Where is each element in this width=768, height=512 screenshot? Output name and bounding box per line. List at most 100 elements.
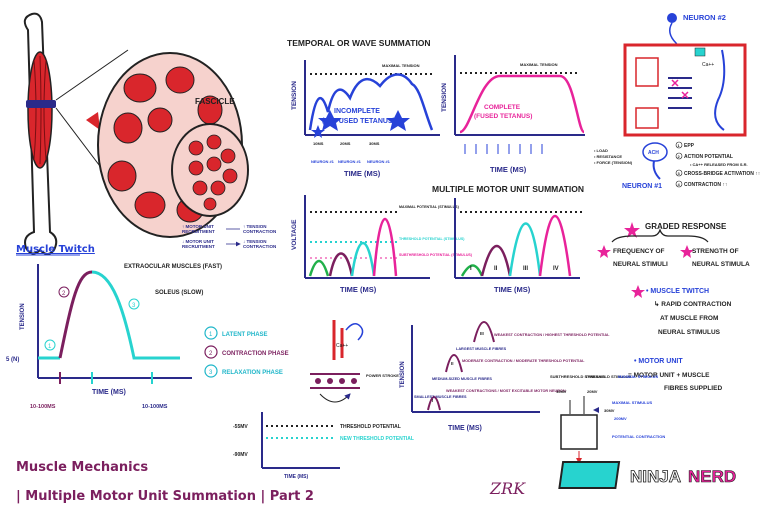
power-stroke-label: Power Stroke [366,373,399,378]
voltage-graph: Voltage Maximal Potential (Stimulus) Thr… [291,195,473,294]
legend-num-3: 3 [209,370,213,376]
voltage-y-axis: Voltage [291,219,298,250]
stim-sub-label: Subthreshold Stimulus [550,374,605,379]
graded-motor-unit-eq-2: fibres supplied [664,385,722,392]
stim-threshold-val: 20mV [587,389,598,394]
voltage-threshold: Threshold Potential (Stimulus) [399,237,465,241]
neuron1-label: Neuron #1 [622,183,662,190]
stim-max2-val: 200mV [614,416,627,421]
graded-strength-1: Strength of [692,248,739,255]
nmj-step-num-3: 3 [678,171,681,176]
recruit-medium: Medium-sized muscle fibres [432,377,492,381]
graded-response-section: Graded Response Frequency of neural stim… [597,222,750,392]
bone-muscle-illustration [23,12,129,255]
new-threshold-label: New Threshold Potential [340,436,414,442]
graded-motor-unit-title: • Motor Unit [634,358,683,365]
recruitment-graph: Tension I II III Smallest muscle fibres … [400,321,610,432]
graded-twitch-desc-2: at muscle from [660,315,718,322]
legend-label-contraction: Contraction Phase [222,351,289,357]
recruit-line2a: ↓ Motor unit [182,239,214,244]
nmj-illustration: Neuron #2 Ca++ ACh Neuron #1 • Load • Re… [594,13,760,190]
complete-label-1: Complete [484,104,521,111]
twitch-y-axis: Tension [20,303,26,330]
stim-neuron-1: Neuron #1 [311,159,335,164]
recruit-line1c: ↑ Tension [243,224,267,229]
incomplete-label-1: Incomplete [334,108,380,115]
peak-label-2: II [494,266,498,272]
complete-y-axis: Tension [441,83,448,112]
recruit-smallest: Smallest muscle fibres [414,395,467,399]
nmj-step-2b: • Ca++ released from S.R. [690,162,748,167]
stim-time-1: 10ms [313,141,324,146]
load-item-3: • Force (Tension) [594,160,633,165]
graded-frequency-2: neural stimuli [613,261,668,268]
temporal-summation-section: Temporal or Wave Summation Tension Maxim… [287,38,586,178]
twitch-phase-1: 1 [48,344,52,350]
stim-sub-val: 10mV [556,389,567,394]
nmj-step-num-2: 2 [678,154,681,159]
recruit-x-axis: Time (ms) [448,425,482,432]
neuron2-label: Neuron #2 [683,13,726,22]
recruit-largest-note: Weakest contraction / highest threshold … [494,333,610,337]
complete-maximal: Maximal Tension [520,62,558,67]
signature: ZRK [489,479,526,498]
twitch-fast-label: Extraocular Muscles (Fast) [124,264,222,270]
recruit-largest: Largest muscle fibres [456,347,507,351]
fascicle-label: Fascicle [195,97,235,106]
temporal-x-axis: Time (ms) [344,169,381,178]
twitch-phase-3: 3 [132,303,136,309]
threshold-x-axis: Time (ms) [284,474,308,480]
stim-neuron-2: Neuron #1 [338,159,362,164]
recruit-line2c: ↓ Tension [243,239,267,244]
recruit-label-2: II [451,361,454,366]
power-stroke-illustration: Ca++ Power Stroke [310,320,399,403]
legend-num-2: 2 [209,351,213,357]
recruit-line1d: contraction [243,229,276,234]
stim-time-3: 30ms [369,141,380,146]
stim-max-val: 30mV [604,408,615,413]
threshold-mv2: -90mV [233,452,248,458]
multiple-title: Multiple Motor Unit Summation [432,184,584,194]
twitch-relax-time: 10-100ms [142,404,168,410]
graded-frequency-1: Frequency of [613,248,665,255]
nmj-ca: Ca++ [702,62,714,68]
footer-title-2: | Multiple Motor Unit Summation | Part 2 [16,489,314,504]
stim-potential: Potential contraction [612,434,665,439]
incomplete-label-2: (Unfused Tetanus) [322,118,395,125]
brand-nerd: NERD [688,467,736,486]
nmj-ach: ACh [648,150,659,156]
recruit-medium-note: Moderate contraction / moderate threshol… [462,359,585,363]
muscle-twitch-title: Muscle Twitch [16,244,95,255]
legend-label-relaxation: Relaxation Phase [222,370,283,376]
graded-strength-2: neural stimula [692,261,750,268]
stim-maximal-label: Maximal Stimulus [618,374,658,379]
peak-label-4: IV [553,266,559,272]
graded-twitch-title: • Muscle Twitch [646,288,709,295]
recruitment-notes: ↑ Motor unit recruitment ↑ Tension contr… [182,224,276,249]
load-item-1: • Load [594,148,608,153]
recruit-label-3: III [480,331,484,336]
graded-motor-unit-eq-1: = motor unit + muscle [628,372,710,379]
peak-label-3: III [523,266,528,272]
graded-title: Graded Response [645,222,727,231]
nmj-step-3: Cross-bridge activation ↑↑ [684,171,760,177]
recruit-line2d: contraction [243,244,276,249]
stim-threshold-label: Threshold Stimulus [585,374,632,379]
nmj-step-num-4: 4 [678,182,681,187]
threshold-graph: -55mV -90mV Threshold Potential New Thre… [233,412,414,480]
nmj-step-1: EPP [684,143,695,149]
complete-label-2: (Fused Tetanus) [474,113,532,120]
temporal-title: Temporal or Wave Summation [287,38,431,48]
twitch-slow-label: Soleus (Slow) [155,290,203,296]
recruit-line1a: ↑ Motor unit [182,224,214,229]
legend-label-latent: Latent Phase [222,332,268,338]
threshold-mv1: -55mV [233,424,248,430]
peak-label-1: I [470,266,472,272]
stim-time-2: 20ms [340,141,351,146]
temporal-y-axis: Tension [291,81,298,110]
recruit-y-axis: Tension [400,361,406,388]
footer: Muscle Mechanics | Multiple Motor Unit S… [16,460,736,504]
muscle-twitch-graph: Muscle Twitch Tension 5 (N) 1 2 3 Extrao… [6,244,222,410]
graded-twitch-desc-3: neural stimulus [658,329,721,336]
